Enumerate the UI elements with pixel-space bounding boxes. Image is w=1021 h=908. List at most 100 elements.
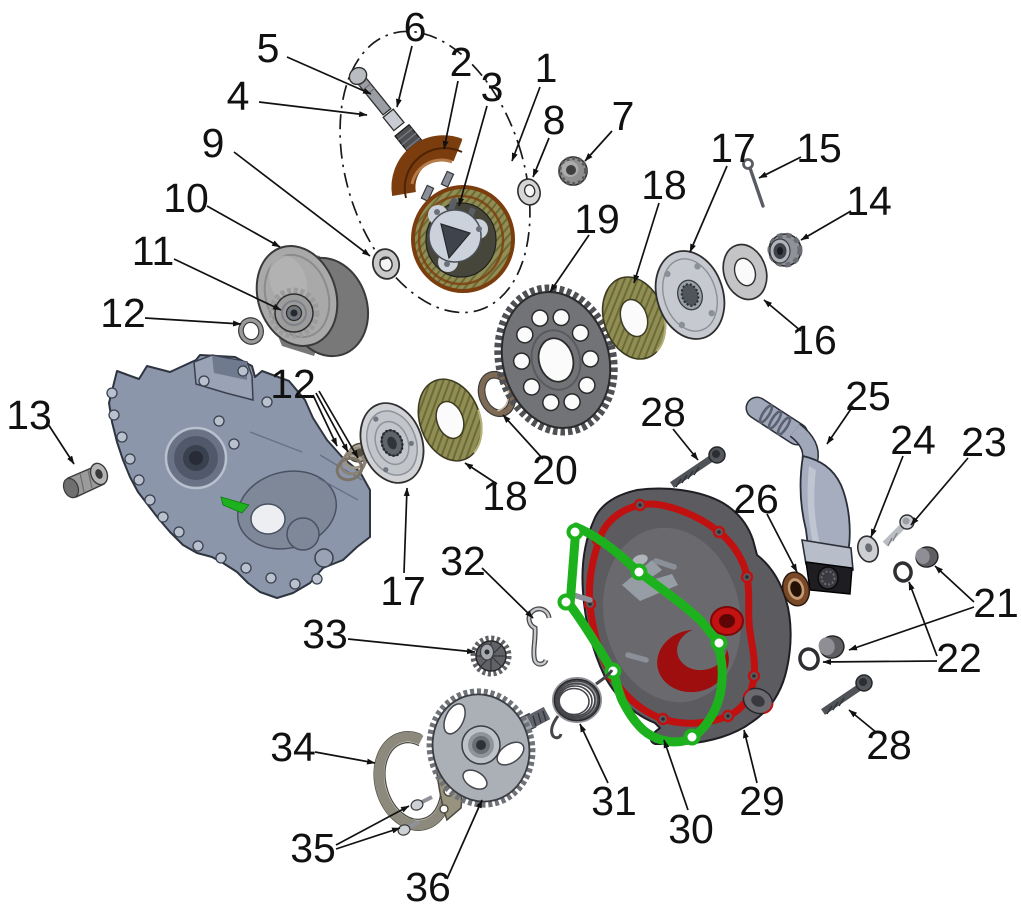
leader-line-callout-32	[481, 567, 534, 619]
leader-line-callout-26	[766, 513, 798, 573]
drum-pinion-11	[268, 287, 320, 339]
gear-lightening-holes	[512, 308, 600, 412]
callout-15: 15	[796, 125, 842, 171]
washer-16	[722, 243, 768, 301]
leader-line-callout-4	[258, 101, 368, 118]
bolt-5-head	[348, 66, 368, 86]
kick-lever-25	[745, 396, 854, 595]
callout-31: 31	[591, 778, 637, 824]
leader-line-callout-17b	[403, 487, 410, 574]
leader-line-callout-18a	[633, 202, 660, 284]
leader-line-callout-25	[826, 405, 854, 445]
clutch-shoe-hub-3	[411, 185, 515, 293]
plug-21a	[915, 546, 939, 568]
callout-18a: 18	[641, 162, 687, 208]
leader-line-callout-3	[458, 105, 488, 207]
shoe-pin	[440, 170, 455, 188]
leader-line-callout-2	[442, 80, 459, 150]
keyed-washer-9	[371, 248, 401, 280]
leader-line-callout-12b	[315, 392, 349, 453]
clutch-cover-29	[567, 487, 792, 745]
arm-hole	[314, 548, 334, 568]
callout-1: 1	[535, 45, 558, 91]
callout-29: 29	[739, 778, 785, 824]
callout-21: 21	[973, 580, 1019, 626]
callout-34: 34	[270, 724, 316, 770]
callout-20: 20	[532, 447, 578, 493]
washer-24	[856, 535, 880, 563]
callout-7: 7	[612, 93, 635, 139]
callout-25: 25	[845, 373, 891, 419]
leader-line-callout-6	[395, 45, 413, 108]
callout-19: 19	[574, 196, 620, 242]
callout-2: 2	[450, 39, 473, 85]
leader-line-callout-20	[502, 414, 544, 460]
crankcase-half	[106, 354, 371, 599]
o-ring-22a	[893, 561, 913, 583]
leader-line-callout-35	[335, 827, 401, 850]
callout-24: 24	[890, 417, 936, 463]
leader-line-callout-11	[173, 258, 282, 311]
callout-23: 23	[961, 419, 1007, 465]
callout-14: 14	[846, 178, 892, 224]
leader-line-callout-1	[511, 86, 541, 162]
callout-30: 30	[668, 806, 714, 852]
leader-line-callout-10	[206, 205, 281, 248]
leader-line-callout-22	[822, 658, 938, 665]
callout-36: 36	[405, 864, 451, 908]
leader-line-callout-15	[758, 156, 802, 179]
washer-8	[517, 178, 541, 206]
leader-line-callout-29	[742, 729, 758, 784]
callout-12a: 12	[100, 290, 146, 336]
case-bolt-holes	[106, 365, 323, 590]
callout-28a: 28	[640, 389, 686, 435]
callout-13: 13	[6, 392, 52, 438]
bolt-35a	[410, 795, 433, 811]
bolt-28b	[821, 674, 873, 715]
bolt-35b	[397, 820, 420, 836]
bearing-14	[767, 232, 803, 268]
callout-18b: 18	[482, 473, 528, 519]
callout-9: 9	[202, 120, 225, 166]
callout-17a: 17	[710, 125, 756, 171]
spacer-6	[382, 108, 405, 132]
callout-10: 10	[163, 175, 209, 221]
pressure-plate-17b	[359, 402, 425, 484]
leader-line-callout-5	[286, 56, 372, 95]
leader-line-callout-31	[579, 723, 609, 784]
output-bore	[250, 503, 286, 535]
callout-12b: 12	[270, 361, 316, 407]
callout-17b: 17	[380, 568, 426, 614]
leader-line-callout-16	[763, 299, 802, 332]
callout-16: 16	[791, 317, 837, 363]
clip-32	[526, 606, 552, 667]
leader-line-callout-14	[800, 210, 852, 241]
leader-line-callout-21	[848, 606, 975, 651]
leader-line-callout-24	[870, 455, 904, 538]
callout-32: 32	[440, 538, 486, 584]
leader-line-callout-8	[532, 137, 550, 178]
hub-pin	[447, 197, 458, 212]
callout-33: 33	[302, 611, 348, 657]
lock-nut-7	[558, 156, 588, 186]
leader-line-callout-19	[549, 234, 590, 293]
leader-line-callout-13	[47, 423, 75, 465]
bolt-23	[882, 514, 915, 547]
callout-4: 4	[227, 73, 250, 119]
leader-line-callout-21	[934, 565, 975, 603]
leader-line-callout-12b	[318, 390, 359, 459]
leader-line-callout-34	[314, 751, 376, 765]
leader-line-callout-35	[335, 805, 410, 846]
gasket-bolt-holes	[557, 523, 728, 746]
shoe-pin	[420, 184, 435, 202]
cover-gasket-30	[557, 522, 728, 747]
kick-gear-36	[426, 688, 551, 808]
pressure-plate-17a	[654, 250, 726, 340]
leader-line-callout-30	[663, 739, 689, 811]
snap-ring-12a	[238, 317, 264, 345]
callout-22: 22	[936, 635, 982, 681]
shift-pawl-highlight	[220, 496, 250, 514]
primary-gear-19	[494, 284, 618, 436]
